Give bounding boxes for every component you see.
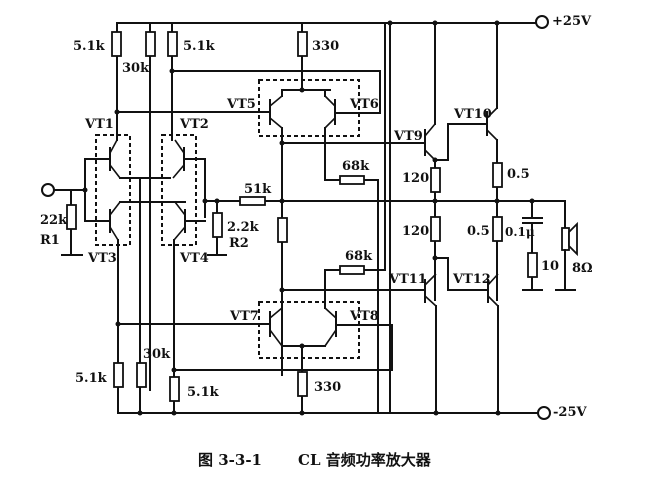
resistor-120-lower bbox=[430, 216, 441, 242]
vt2-vt4-package bbox=[161, 134, 197, 246]
transistor-vt3 bbox=[109, 201, 186, 326]
label-vt4: VT4 bbox=[179, 251, 209, 266]
transistor-vt2 bbox=[171, 134, 206, 218]
resistor-zobel-10 bbox=[522, 252, 543, 291]
positive-supply-terminal bbox=[535, 15, 549, 29]
label-0-5-lower: 0.5 bbox=[467, 224, 490, 239]
resistor-top-tail bbox=[297, 22, 308, 91]
negative-supply-terminal bbox=[537, 406, 551, 420]
label-30k-bottom: 30k bbox=[143, 347, 171, 362]
label-5-1k-top-left: 5.1k bbox=[73, 39, 106, 54]
figure-caption: CL 音频功率放大器 bbox=[298, 451, 432, 469]
transistor-vt8 bbox=[173, 269, 393, 371]
label-0-1u: 0.1μ bbox=[505, 225, 535, 239]
resistor-bottom-bias bbox=[136, 362, 147, 388]
label-5-1k-top-right: 5.1k bbox=[183, 39, 216, 54]
transistor-vt9 bbox=[424, 22, 436, 161]
label-5-1k-bottom-left: 5.1k bbox=[75, 371, 108, 386]
label-vt2: VT2 bbox=[179, 117, 209, 132]
label-r1: R1 bbox=[40, 233, 60, 248]
resistor-upper-68k bbox=[324, 175, 379, 271]
resistor-51k bbox=[239, 196, 266, 206]
resistor-r2-2-2k bbox=[207, 200, 227, 256]
label-vt7: VT7 bbox=[229, 309, 259, 324]
resistor-top-bias bbox=[145, 22, 156, 391]
transistor-vt11 bbox=[389, 273, 437, 414]
label-vt1: VT1 bbox=[84, 117, 114, 132]
resistor-r1-22k bbox=[61, 189, 83, 256]
label-vt8: VT8 bbox=[349, 309, 379, 324]
label-8-ohm: 8Ω bbox=[572, 261, 593, 276]
label-5-1k-bottom-right: 5.1k bbox=[187, 385, 220, 400]
transistor-vt10 bbox=[486, 22, 498, 141]
label-r2: R2 bbox=[229, 236, 249, 251]
resistor-bottom-left-collector bbox=[113, 324, 124, 414]
vt7-vt8-package bbox=[258, 301, 360, 359]
label-0-5-upper: 0.5 bbox=[507, 167, 530, 182]
transistor-vt7 bbox=[117, 307, 326, 347]
label-330-bottom: 330 bbox=[314, 380, 341, 395]
label-vt5: VT5 bbox=[226, 97, 256, 112]
transistor-vt5 bbox=[261, 89, 331, 376]
transistor-vt12 bbox=[487, 273, 499, 414]
negative-supply-label: -25V bbox=[553, 405, 587, 420]
label-vt6: VT6 bbox=[349, 97, 379, 112]
label-51k: 51k bbox=[244, 182, 272, 197]
label-2-2k: 2.2k bbox=[227, 220, 260, 235]
input-terminal bbox=[41, 183, 55, 197]
transistor-vt4 bbox=[173, 201, 206, 371]
figure-number: 图 3-3-1 bbox=[198, 451, 262, 469]
label-30k-top: 30k bbox=[122, 61, 150, 76]
resistor-lower-68k bbox=[324, 22, 386, 275]
label-120-lower: 120 bbox=[402, 224, 429, 239]
label-68k-upper: 68k bbox=[342, 159, 370, 174]
positive-supply-label: +25V bbox=[552, 14, 592, 29]
label-vt9: VT9 bbox=[393, 129, 423, 144]
label-10: 10 bbox=[541, 259, 559, 274]
label-vt12: VT12 bbox=[452, 272, 491, 287]
transistor-vt6 bbox=[324, 89, 346, 181]
label-120-upper: 120 bbox=[402, 171, 429, 186]
resistor-middle bbox=[277, 217, 288, 243]
label-330-top: 330 bbox=[312, 39, 339, 54]
resistor-top-right-collector bbox=[167, 22, 178, 136]
positive-rail bbox=[116, 15, 549, 29]
label-vt10: VT10 bbox=[453, 107, 492, 122]
resistor-0-5-lower bbox=[492, 216, 503, 242]
speaker-icon bbox=[555, 200, 578, 291]
resistor-bottom-tail bbox=[297, 345, 308, 414]
resistor-bottom-right-collector bbox=[169, 369, 180, 414]
label-vt11: VT11 bbox=[388, 272, 427, 287]
label-68k-lower: 68k bbox=[345, 249, 373, 264]
vt5-vt6-package bbox=[258, 79, 360, 137]
vt1-vt3-package bbox=[95, 134, 131, 246]
negative-rail bbox=[119, 406, 551, 420]
label-22k: 22k bbox=[40, 213, 68, 228]
label-vt3: VT3 bbox=[87, 251, 117, 266]
